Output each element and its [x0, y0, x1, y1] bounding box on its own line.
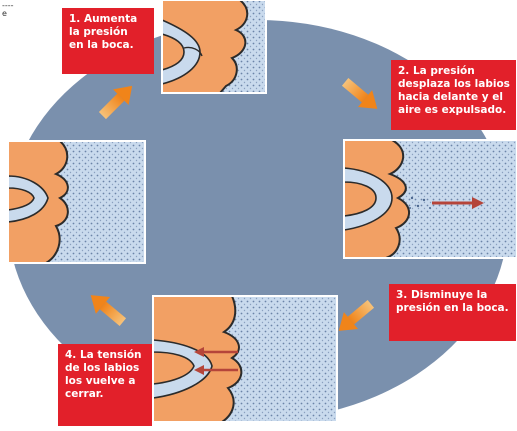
step-4-line: los vuelve a [65, 375, 146, 388]
step-2-line: 2. La presión [398, 65, 510, 78]
step-2-label: 2. La presión desplaza los labios hacia … [391, 60, 516, 130]
step-2-line: aire es expulsado. [398, 104, 510, 117]
step-3-line: presión en la boca. [396, 302, 510, 315]
step-1-line: la presión [69, 26, 148, 39]
panel-step-1 [162, 0, 266, 93]
step-3-label: 3. Disminuye la presión en la boca. [389, 284, 516, 341]
step-2-line: hacia delante y el [398, 91, 510, 104]
step-4-line: de los labios [65, 362, 146, 375]
panel-step-3 [153, 296, 337, 422]
corner-mark: ---- e [2, 2, 14, 18]
step-1-line: 1. Aumenta [69, 13, 148, 26]
panel-step-4 [8, 141, 145, 263]
panel-step-2 [344, 140, 517, 258]
step-4-line: 4. La tensión [65, 349, 146, 362]
step-2-line: desplaza los labios [398, 78, 510, 91]
step-4-label: 4. La tensión de los labios los vuelve a… [58, 344, 152, 426]
step-1-label: 1. Aumenta la presión en la boca. [62, 8, 154, 74]
step-3-line: 3. Disminuye la [396, 289, 510, 302]
corner-mark-line: e [2, 10, 14, 18]
step-1-line: en la boca. [69, 39, 148, 52]
step-4-line: cerrar. [65, 388, 146, 401]
